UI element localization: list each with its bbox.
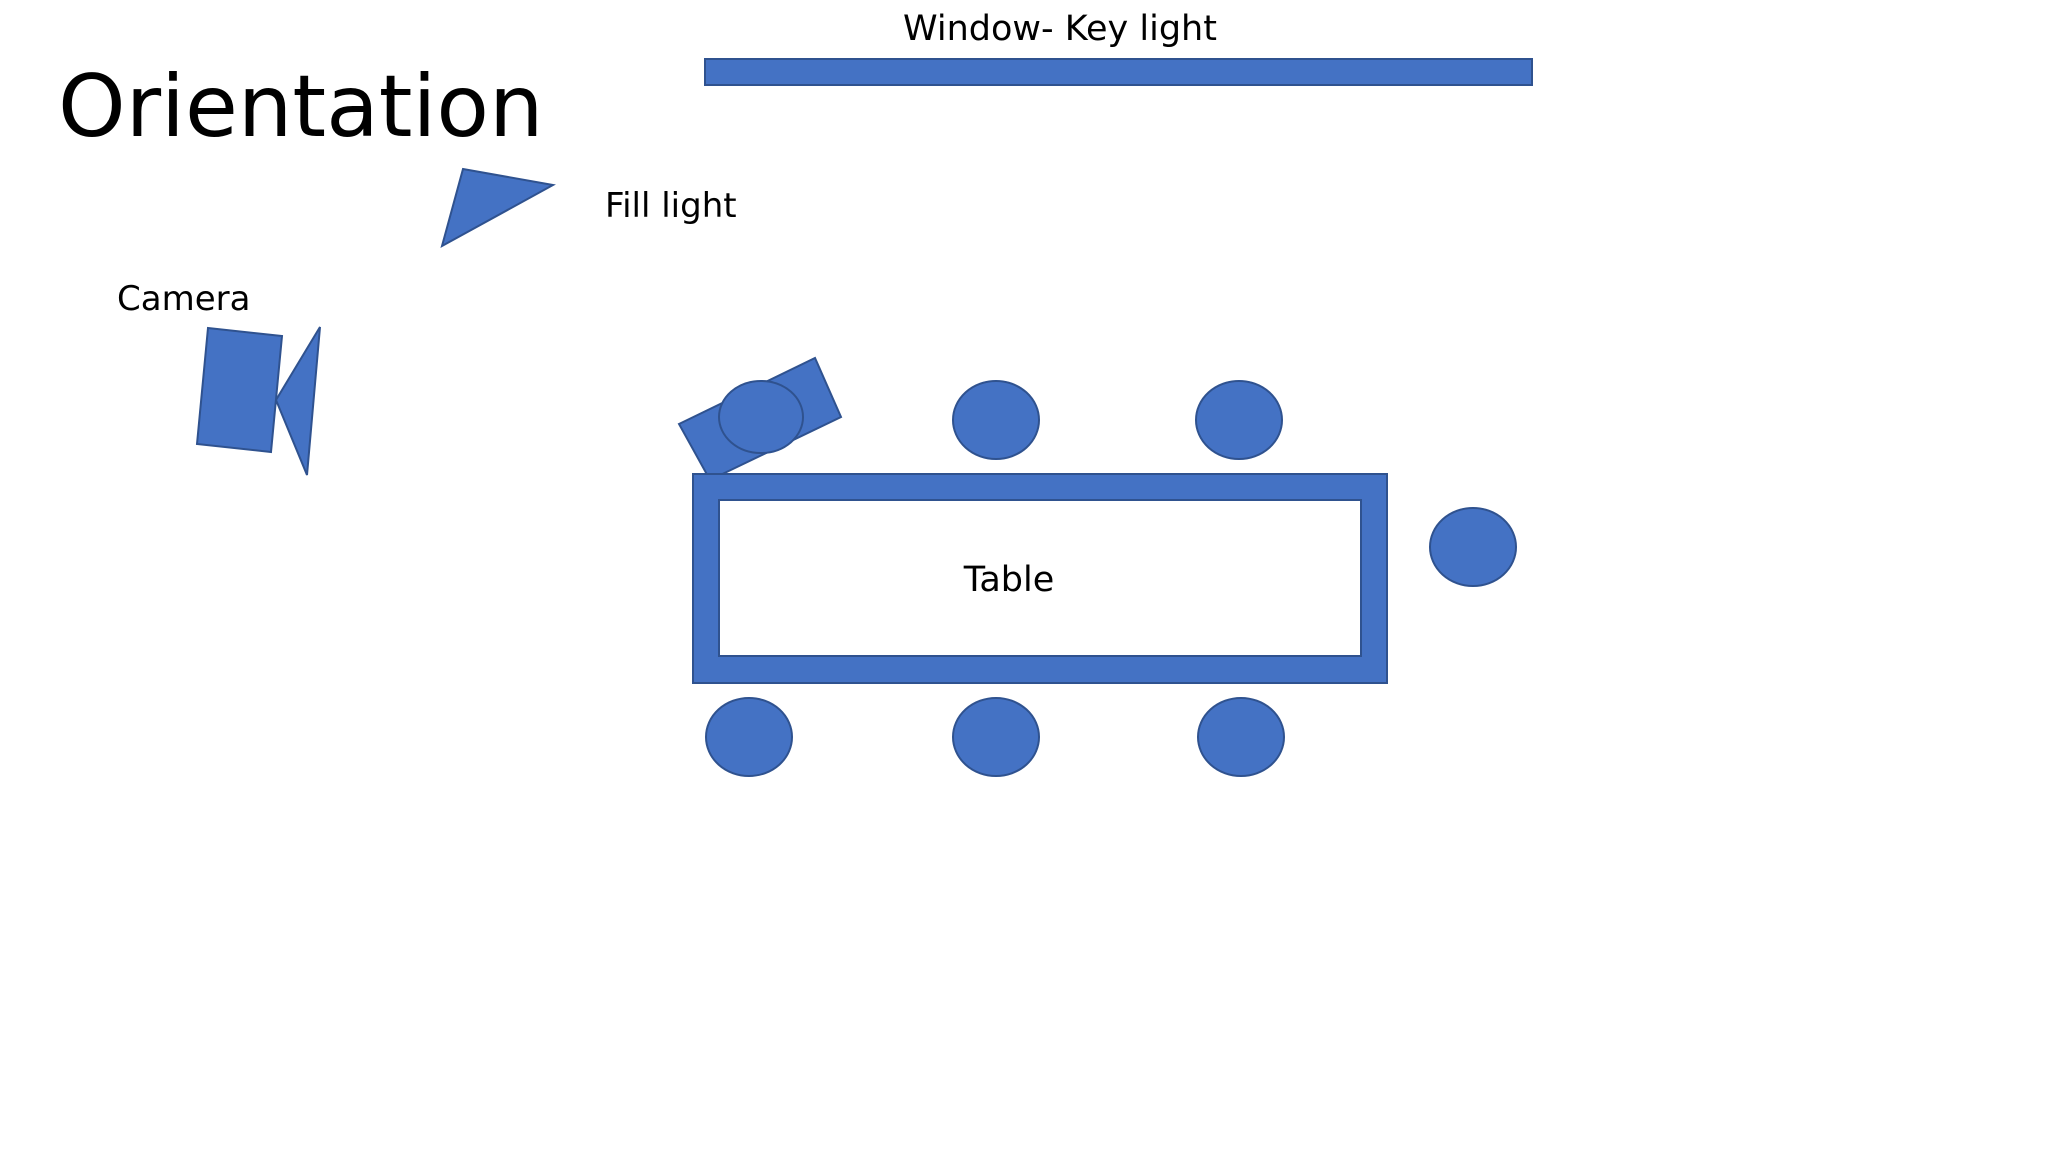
fill-light-icon <box>440 167 556 249</box>
camera-label: Camera <box>117 279 250 319</box>
table-label: Table <box>963 560 1055 600</box>
seat <box>952 697 1040 777</box>
seat <box>705 697 793 777</box>
camera-body-shape <box>195 326 284 454</box>
seat <box>1195 380 1283 460</box>
seat <box>1429 507 1517 587</box>
seat <box>718 380 804 454</box>
seat <box>952 380 1040 460</box>
table-surface <box>718 499 1362 657</box>
camera-lens-shape <box>274 326 321 476</box>
seat <box>1197 697 1285 777</box>
window-label: Window- Key light <box>903 9 1217 49</box>
table: Table <box>692 473 1388 684</box>
camera-icon <box>195 326 321 476</box>
fill-light-label: Fill light <box>605 186 737 226</box>
page-title: Orientation <box>58 57 544 157</box>
window-key-light-bar <box>704 58 1533 86</box>
